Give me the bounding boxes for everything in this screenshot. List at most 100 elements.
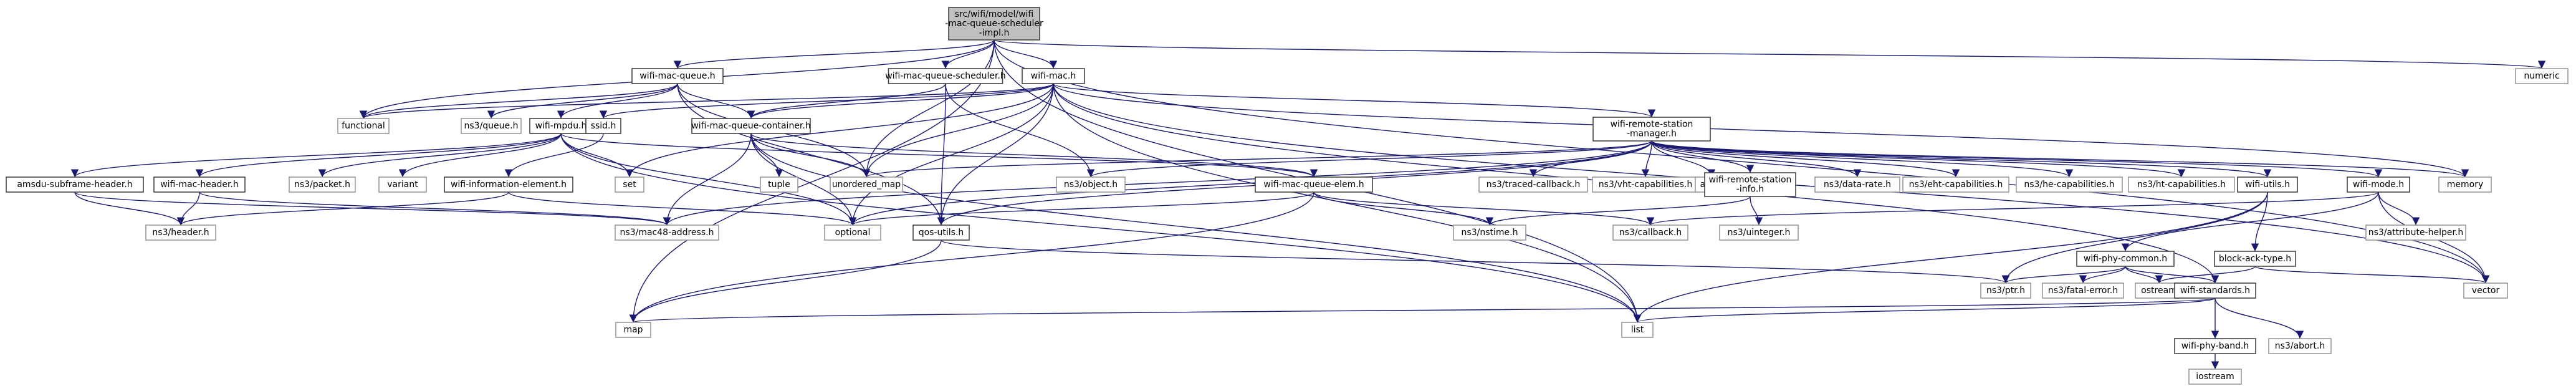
node-uinteger-label: ns3/uinteger.h (1728, 228, 1791, 238)
node-numeric-label: numeric (2524, 71, 2559, 81)
node-mac48-box (615, 224, 719, 241)
node-header-label: ns3/header.h (152, 228, 209, 238)
node-callback: ns3/callback.h (1612, 224, 1688, 241)
node-wie[interactable]: wifi-information-element.h (444, 176, 573, 193)
node-set-label: set (623, 180, 636, 190)
node-variant: variant (378, 176, 427, 193)
node-qos-box (912, 224, 970, 241)
node-ostream-label: ostream (2141, 286, 2177, 296)
node-ptr-box (1980, 282, 2031, 299)
edge-phycommon-to-ptr (2001, 266, 2126, 284)
header-nodes: src/wifi/model/wifi-mac-queue-scheduler-… (6, 7, 2569, 385)
node-band-box (2174, 338, 2256, 354)
node-mode[interactable]: wifi-mode.h (2347, 176, 2410, 193)
edge-mpdu-to-mqe (560, 133, 1318, 178)
edge-mpdu-to-machdr (195, 133, 562, 178)
node-header: ns3/header.h (145, 224, 216, 241)
node-mac[interactable]: wifi-mac.h (1022, 68, 1085, 84)
node-machdr-label: wifi-mac-header.h (160, 180, 239, 190)
edge-mqs-to-qos (937, 83, 946, 226)
node-numeric-box (2515, 68, 2569, 84)
edge-rsm-to-he (1651, 140, 2074, 178)
node-tuple: tuple (760, 176, 798, 193)
node-band[interactable]: wifi-phy-band.h (2174, 338, 2256, 354)
node-qos[interactable]: qos-utils.h (912, 224, 970, 241)
node-rsm[interactable]: wifi-remote-station-manager.h (1592, 117, 1711, 142)
node-mac-label: wifi-mac.h (1031, 71, 1076, 81)
node-macq-box (631, 68, 724, 84)
edge-root-to-vector (994, 39, 2490, 284)
node-ht: ns3/ht-capabilities.h (2128, 176, 2235, 193)
node-amsdu-box (6, 176, 144, 193)
node-header-box (145, 224, 216, 241)
node-mqs-label: wifi-mac-queue-scheduler.h (885, 71, 1006, 81)
node-optional-label: optional (835, 228, 871, 238)
node-mqe[interactable]: wifi-mac-queue-elem.h (1255, 176, 1373, 193)
edge-utils-to-ptr (2001, 191, 2268, 284)
node-set: set (615, 176, 644, 193)
node-he-box (2016, 176, 2123, 193)
node-ssid[interactable]: ssid.h (585, 118, 621, 134)
node-band-label: wifi-phy-band.h (2181, 341, 2249, 351)
edge-wie-to-optional (508, 191, 857, 226)
node-phycommon[interactable]: wifi-phy-common.h (2076, 251, 2175, 267)
node-eht-box (1902, 176, 2009, 193)
node-abort: ns3/abort.h (2268, 338, 2332, 354)
node-amsdu[interactable]: amsdu-subframe-header.h (6, 176, 144, 193)
node-list-box (1621, 322, 1654, 338)
node-vector-label: vector (2472, 286, 2500, 296)
node-bat-box (2214, 251, 2296, 267)
node-macq[interactable]: wifi-mac-queue.h (631, 68, 724, 84)
node-wie-box (444, 176, 573, 193)
node-bat[interactable]: block-ack-type.h (2214, 251, 2296, 267)
node-iostream-box (2188, 369, 2242, 385)
node-functional-label: functional (342, 121, 385, 131)
node-object: ns3/object.h (1056, 176, 1126, 193)
node-mode-label: wifi-mode.h (2353, 180, 2404, 190)
node-tuple-label: tuple (768, 180, 790, 190)
node-memory: memory (2438, 176, 2492, 193)
edge-rsm-to-vht (1641, 140, 1652, 178)
edge-rsm-to-object (1087, 140, 1652, 178)
node-root[interactable]: src/wifi/model/wifi-mac-queue-scheduler-… (945, 7, 1043, 41)
edge-mqc-to-mqe (750, 133, 1318, 178)
node-machdr[interactable]: wifi-mac-header.h (153, 176, 246, 193)
edge-macq-to-qos (677, 83, 946, 226)
node-tcb: ns3/traced-callback.h (1478, 176, 1588, 193)
edge-mqc-to-optional (750, 133, 857, 226)
edge-mqe-to-callback (1313, 191, 1655, 226)
node-machdr-box (153, 176, 246, 193)
edge-mqc-to-mac48 (663, 133, 752, 226)
node-callback-box (1612, 224, 1688, 241)
node-rsi[interactable]: wifi-remote-station-info.h (1704, 172, 1796, 197)
edge-mode-to-callback (1647, 191, 2379, 226)
node-root-label: -mac-queue-scheduler (945, 19, 1043, 29)
edge-mqc-to-umap (750, 133, 871, 178)
edge-root-to-macq (673, 39, 995, 69)
node-attr-box (2365, 224, 2466, 241)
node-eht: ns3/eht-capabilities.h (1902, 176, 2009, 193)
node-qos-label: qos-utils.h (919, 228, 964, 238)
edge-amsdu-to-header (74, 191, 185, 226)
node-phycommon-box (2076, 251, 2175, 267)
node-fatal-box (2042, 282, 2124, 299)
node-mqc[interactable]: wifi-mac-queue-container.h (691, 118, 811, 134)
node-mpdu[interactable]: wifi-mpdu.h (529, 118, 593, 134)
node-numeric: numeric (2515, 68, 2569, 84)
node-macq-label: wifi-mac-queue.h (639, 71, 715, 81)
edge-qos-to-ptr (941, 239, 2009, 284)
node-attr-label: ns3/attribute-helper.h (2368, 228, 2464, 238)
node-utils[interactable]: wifi-utils.h (2237, 176, 2298, 193)
node-nstime: ns3/nstime.h (1453, 224, 1526, 241)
node-mqs[interactable]: wifi-mac-queue-scheduler.h (885, 68, 1006, 84)
node-bat-label: block-ack-type.h (2219, 254, 2291, 264)
node-mac-box (1022, 68, 1085, 84)
node-ssid-label: ssid.h (591, 121, 616, 131)
node-rsi-label: wifi-remote-station (1709, 175, 1792, 185)
node-optional-box (824, 224, 881, 241)
edge-root-to-mac (994, 39, 1058, 69)
node-mqe-label: wifi-mac-queue-elem.h (1263, 180, 1364, 190)
node-mpdu-box (529, 118, 593, 134)
node-functional: functional (337, 118, 390, 134)
node-std[interactable]: wifi-standards.h (2174, 282, 2256, 299)
